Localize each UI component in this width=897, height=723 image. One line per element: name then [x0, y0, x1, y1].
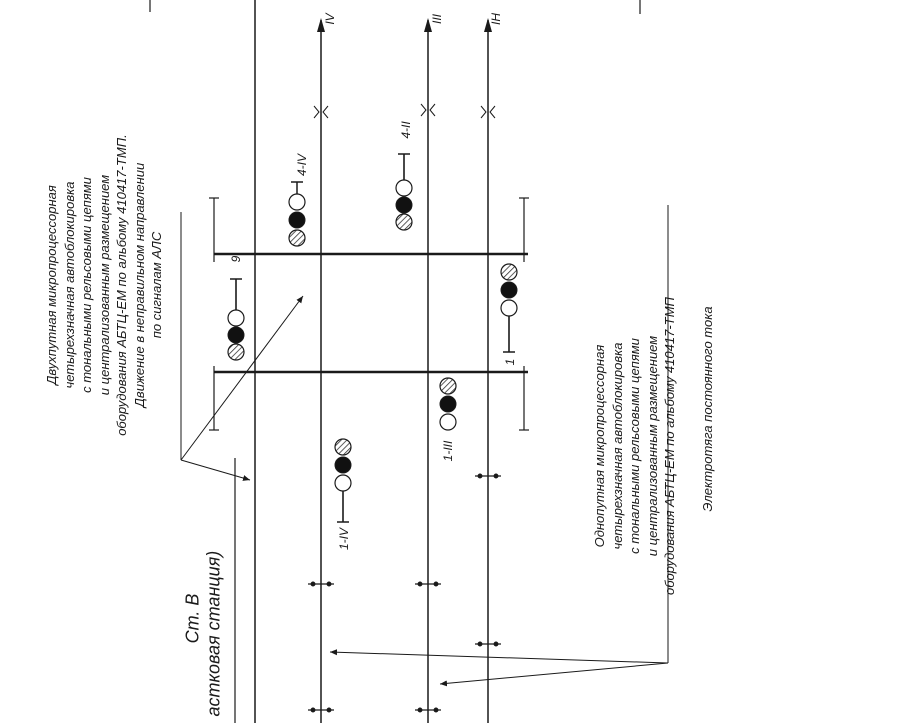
note-line: Движение в неправильном направлении — [131, 162, 147, 408]
track-markers — [308, 473, 501, 713]
track-label-iv: IV — [323, 13, 337, 25]
note-line: с тональными рельсовыми цепями — [627, 338, 642, 554]
track-arrow-ih — [484, 18, 492, 32]
track-arrow-iv — [317, 18, 325, 32]
station-boundaries — [209, 197, 529, 431]
signal-4-ii — [395, 153, 413, 231]
station-name: Ст. В — [182, 593, 203, 644]
track-arrows — [317, 18, 492, 32]
note-line: четырехзначная автоблокировка — [609, 342, 625, 550]
signal-4-iv — [288, 181, 306, 247]
station-type: астковая станция) — [203, 550, 224, 717]
signal-1-iii — [439, 377, 457, 431]
note-line: оборудования АБТЦ-ЕМ по альбому 410417-Т… — [114, 134, 129, 436]
frame-top — [149, 0, 641, 14]
signal-label-1-iii: 1-III — [441, 440, 455, 462]
track-label-ih: IH — [489, 13, 503, 25]
track-arrow-iii — [424, 18, 432, 32]
signal-label-1: 1 — [503, 358, 517, 366]
signal-label-4-ii: 4-II — [399, 121, 413, 139]
note-line: с тональными рельсовыми цепями — [79, 177, 94, 393]
note-line: Двухпутная микропроцессорная — [44, 185, 59, 385]
note-line: и централизованным размещением — [96, 174, 112, 396]
track-lines — [254, 0, 489, 723]
signal-1 — [500, 263, 518, 353]
insulating-joints — [313, 103, 496, 119]
note-single-track: Однопутная микропроцессорная четырехзнач… — [591, 251, 683, 641]
signal-label-4-iv: 4-IV — [295, 154, 309, 177]
note-line: оборудования АБТЦ-ЕМ по альбому 410417-Т… — [662, 297, 677, 595]
note-line: по сигналам АЛС — [149, 231, 164, 339]
note-traction: Электротяга постоянного тока — [700, 306, 715, 512]
note-line: четырехзначная автоблокировка — [61, 181, 77, 389]
note-line: и централизованным размещением — [644, 335, 660, 557]
note-line: Однопутная микропроцессорная — [592, 344, 607, 548]
signal-1-iv — [334, 438, 352, 523]
signal-label-1-iv: 1-IV — [337, 528, 351, 551]
signal-9 — [227, 278, 245, 361]
signal-label-9: 9 — [229, 255, 243, 263]
note-pointers — [180, 205, 669, 687]
track-label-iii: III — [430, 14, 444, 25]
note-double-track: Двухпутная микропроцессорная четырехзнач… — [43, 100, 173, 470]
